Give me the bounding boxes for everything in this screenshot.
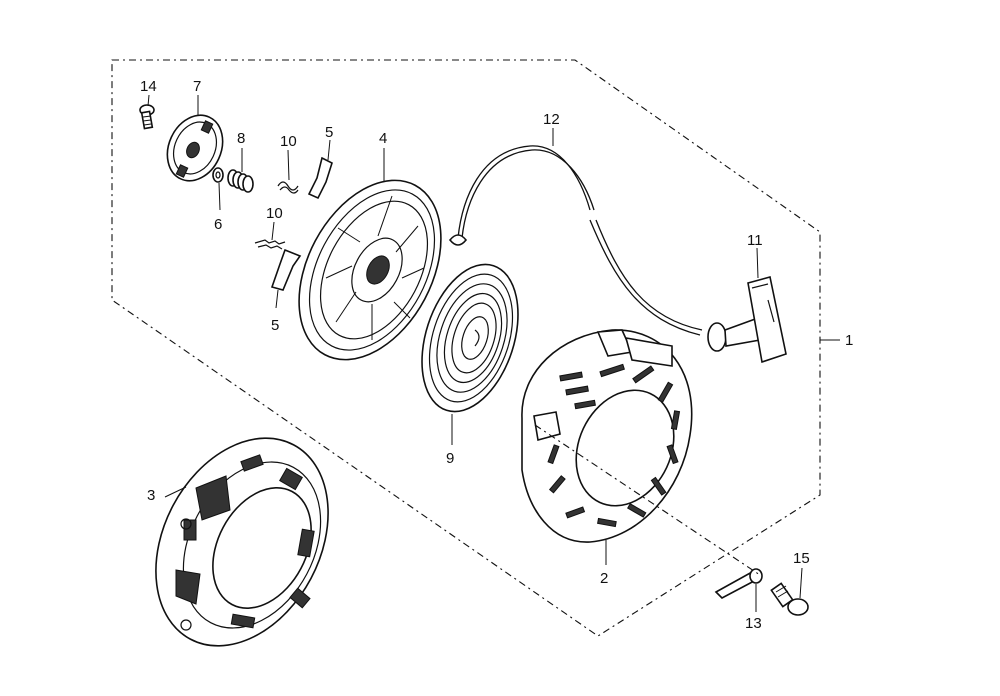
callout-5-lower: 5: [271, 317, 279, 334]
callout-14: 14: [140, 78, 157, 95]
callout-9: 9: [446, 450, 454, 467]
callout-6: 6: [214, 216, 222, 233]
part-11-starter-grip: [707, 276, 787, 364]
part-5-ratchet-upper: [307, 156, 333, 200]
callout-11: 11: [747, 232, 763, 249]
part-5-ratchet-lower: [270, 248, 302, 291]
callout-12: 12: [543, 111, 560, 128]
callout-7: 7: [193, 78, 201, 95]
callout-15: 15: [793, 550, 810, 567]
part-10-ratchet-spring-upper: [277, 181, 299, 194]
callout-10-upper: 10: [280, 133, 297, 150]
callout-5-upper: 5: [325, 124, 333, 141]
part-4-starter-reel: [298, 179, 442, 361]
callout-4: 4: [379, 130, 387, 147]
part-13-clip: [714, 568, 763, 599]
callout-13: 13: [745, 615, 762, 632]
part-14-bolt: [139, 104, 155, 130]
part-2-starter-case: [521, 329, 693, 543]
callout-8: 8: [237, 130, 245, 147]
part-15-flange-bolt: [770, 582, 809, 616]
part-6-washer: [212, 167, 224, 183]
callout-3: 3: [147, 487, 155, 504]
part-10-ratchet-spring-lower: [254, 239, 286, 250]
part-9-recoil-spring: [421, 263, 519, 413]
part-8-friction-spring: [227, 169, 254, 193]
assembly-axis-line: [534, 424, 761, 576]
callout-2: 2: [600, 570, 608, 587]
leader-lines: [147, 94, 840, 612]
part-3-pulley-cover: [155, 437, 329, 647]
assembly-boundary: [111, 59, 821, 637]
callout-1: 1: [845, 332, 853, 349]
part-7-ratchet-guide: [166, 114, 224, 182]
callout-10-lower: 10: [266, 205, 283, 222]
part-12-starter-rope: [448, 145, 703, 336]
